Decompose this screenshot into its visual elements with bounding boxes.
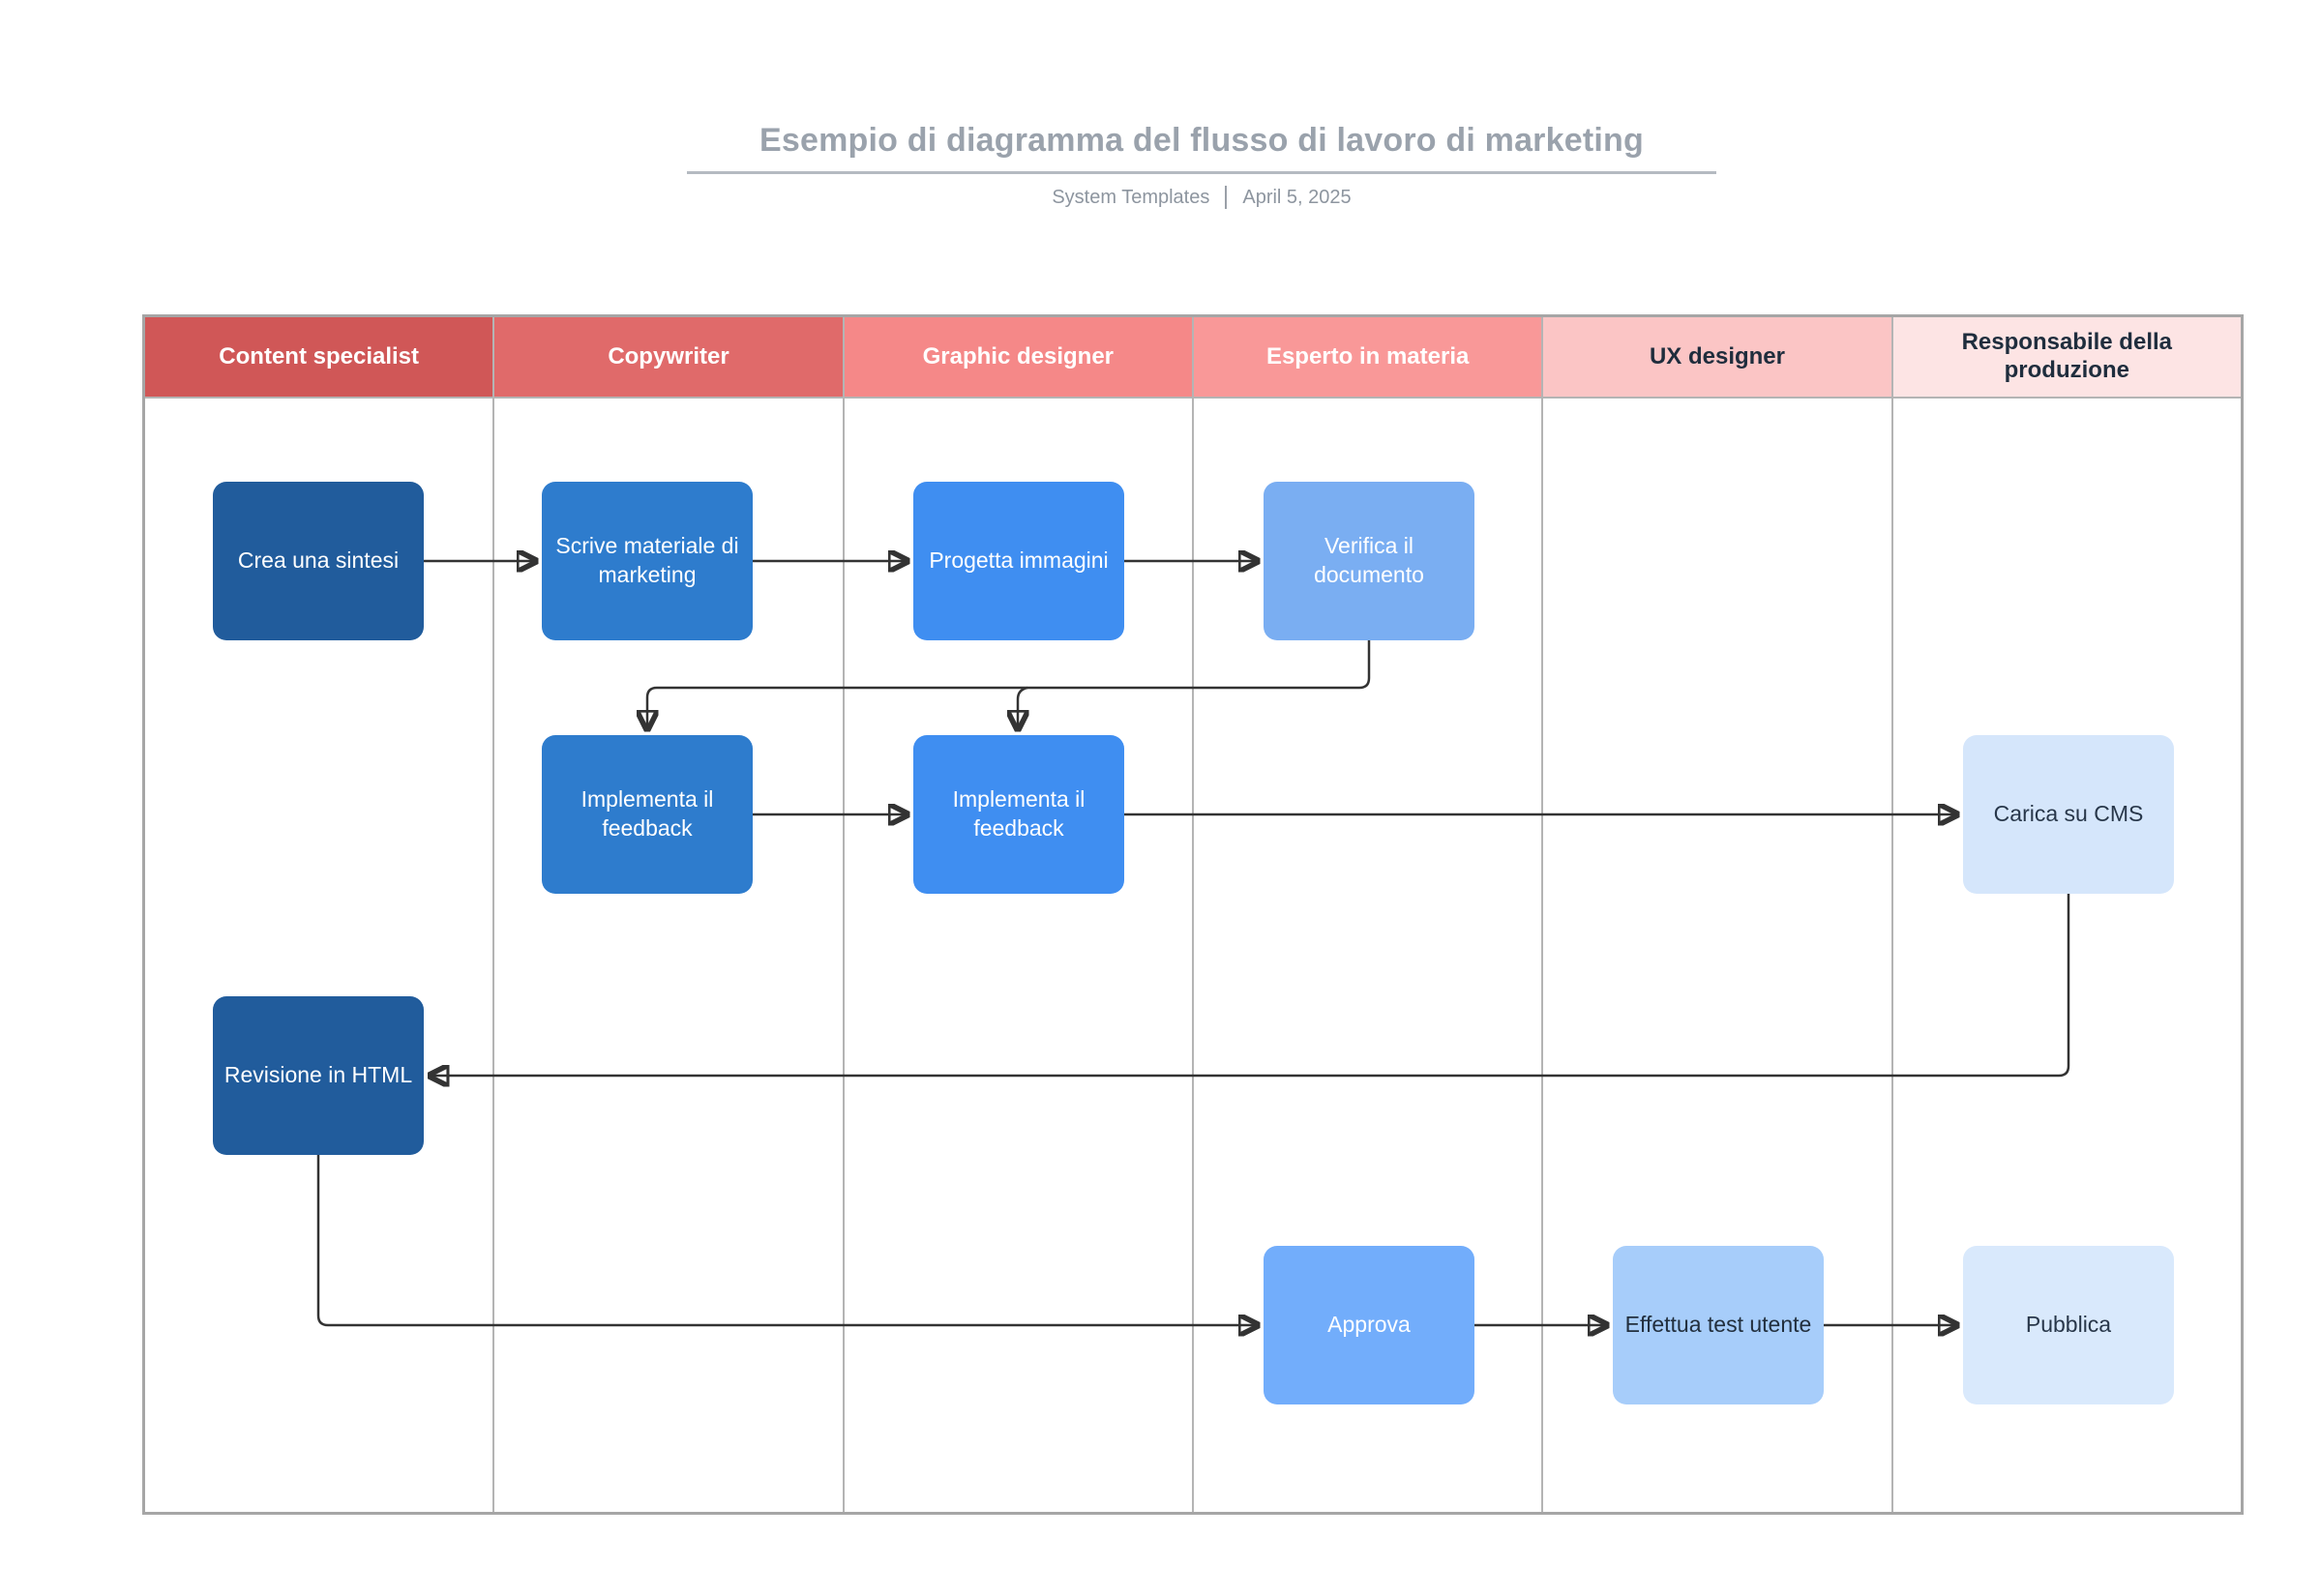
lane-header-label: Copywriter — [608, 342, 729, 369]
node-approva[interactable]: Approva — [1264, 1246, 1474, 1404]
lane-header-esperto-in-materia[interactable]: Esperto in materia — [1193, 317, 1542, 399]
node-label: Implementa il feedback — [952, 786, 1086, 841]
lane-copywriter: Copywriter — [494, 317, 845, 1512]
node-pubblica[interactable]: Pubblica — [1963, 1246, 2174, 1404]
node-carica-su-cms[interactable]: Carica su CMS — [1963, 735, 2174, 894]
lane-header-label: UX designer — [1649, 342, 1785, 369]
swimlane-table: Content specialist Copywriter Graphic de… — [142, 314, 2244, 1515]
node-implementa-il-feedback-copywriter[interactable]: Implementa il feedback — [542, 735, 753, 894]
lane-responsabile-della-produzione: Responsabile della produzione — [1892, 317, 2241, 1512]
node-progetta-immagini[interactable]: Progetta immagini — [913, 482, 1124, 640]
lane-header-ux-designer[interactable]: UX designer — [1543, 317, 1891, 399]
node-verifica-il-documento[interactable]: Verifica il documento — [1264, 482, 1474, 640]
subtitle: System Templates April 5, 2025 — [687, 186, 1716, 209]
lane-header-label: Esperto in materia — [1265, 342, 1470, 369]
node-label: Effettua test utente — [1624, 1312, 1812, 1338]
lane-header-label: Graphic designer — [922, 342, 1115, 369]
node-effettua-test-utente[interactable]: Effettua test utente — [1613, 1246, 1824, 1404]
node-label: Progetta immagini — [929, 547, 1109, 574]
lane-header-content-specialist[interactable]: Content specialist — [145, 317, 493, 399]
node-label: Pubblica — [2025, 1312, 2112, 1338]
node-label: Approva — [1327, 1312, 1411, 1338]
author-label: System Templates — [1052, 186, 1210, 208]
lane-header-label: Responsabile della produzione — [1961, 329, 2172, 383]
node-label: Carica su CMS — [1993, 801, 2144, 827]
subtitle-divider — [1225, 186, 1228, 209]
date-label: April 5, 2025 — [1242, 186, 1352, 208]
lane-header-label: Content specialist — [219, 342, 420, 369]
node-label: Verifica il documento — [1314, 533, 1424, 587]
lane-header-graphic-designer[interactable]: Graphic designer — [844, 317, 1192, 399]
node-implementa-il-feedback-graphic-designer[interactable]: Implementa il feedback — [913, 735, 1124, 894]
title-block: Esempio di diagramma del flusso di lavor… — [687, 122, 1716, 209]
lane-header-copywriter[interactable]: Copywriter — [494, 317, 843, 399]
node-label: Implementa il feedback — [580, 786, 714, 841]
node-label: Revisione in HTML — [223, 1062, 413, 1088]
lane-content-specialist: Content specialist — [145, 317, 495, 1512]
node-scrive-materiale-di-marketing[interactable]: Scrive materiale di marketing — [542, 482, 753, 640]
node-label: Crea una sintesi — [237, 547, 400, 574]
lane-header-responsabile-della-produzione[interactable]: Responsabile della produzione — [1892, 317, 2241, 399]
node-label: Scrive materiale di marketing — [555, 533, 739, 587]
page-title: Esempio di diagramma del flusso di lavor… — [687, 122, 1716, 174]
node-crea-una-sintesi[interactable]: Crea una sintesi — [213, 482, 424, 640]
node-revisione-in-html[interactable]: Revisione in HTML — [213, 996, 424, 1155]
